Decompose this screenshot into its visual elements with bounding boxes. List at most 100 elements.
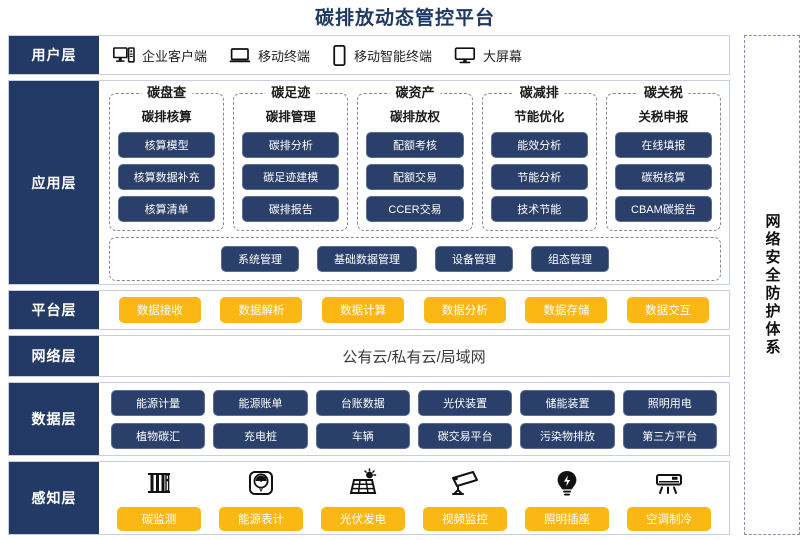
carbon-monitor-icon bbox=[144, 466, 174, 500]
group-box: 碳排放权 配额考核 配额交易 CCER交易 bbox=[357, 93, 473, 231]
laptop-icon bbox=[229, 47, 251, 64]
layer-application: 应用层 碳盘查 碳排核算 核算模型 核算数据补充 核算清单 碳足迹 bbox=[8, 80, 730, 285]
data-item-button[interactable]: 第三方平台 bbox=[622, 422, 717, 449]
user-item-label: 移动终端 bbox=[258, 48, 311, 64]
app-group-carbon-inventory: 碳盘查 碳排核算 核算模型 核算数据补充 核算清单 bbox=[109, 82, 225, 231]
layer-network-label: 网络层 bbox=[9, 336, 99, 376]
common-service-button[interactable]: 系统管理 bbox=[221, 246, 299, 272]
app-item-button[interactable]: CCER交易 bbox=[366, 196, 464, 222]
security-panel: 网络安全防护体系 bbox=[744, 35, 800, 535]
sense-item-air-conditioning[interactable]: 空调制冷 bbox=[621, 466, 717, 531]
application-groups: 碳盘查 碳排核算 核算模型 核算数据补充 核算清单 碳足迹 碳排管理 碳排分析 bbox=[109, 82, 722, 231]
app-group-carbon-reduction: 碳减排 节能优化 能效分析 节能分析 技术节能 bbox=[481, 82, 597, 231]
group-subtitle: 碳排放权 bbox=[390, 110, 441, 124]
app-item-button[interactable]: 节能分析 bbox=[490, 164, 588, 190]
sense-item-video-surveillance[interactable]: 视频监控 bbox=[417, 466, 513, 531]
app-item-button[interactable]: 核算清单 bbox=[118, 196, 216, 222]
sense-item-label[interactable]: 空调制冷 bbox=[627, 506, 711, 531]
solar-panel-icon bbox=[347, 466, 379, 500]
data-item-button[interactable]: 车辆 bbox=[315, 422, 410, 449]
app-item-button[interactable]: 在线填报 bbox=[614, 132, 713, 158]
app-item-button[interactable]: 碳税核算 bbox=[614, 164, 713, 190]
app-item-button[interactable]: 技术节能 bbox=[490, 196, 588, 222]
platform-item-button[interactable]: 数据接收 bbox=[118, 297, 201, 323]
platform-items: 数据接收 数据解析 数据计算 数据分析 数据存储 数据交互 bbox=[99, 297, 729, 323]
svg-text:V: V bbox=[258, 484, 263, 493]
data-item-button[interactable]: 碳交易平台 bbox=[417, 422, 513, 449]
data-item-button[interactable]: 植物碳汇 bbox=[111, 422, 206, 449]
sense-item-label[interactable]: 照明插座 bbox=[525, 506, 609, 531]
app-group-carbon-tariff: 碳关税 关税申报 在线填报 碳税核算 CBAM碳报告 bbox=[605, 82, 722, 231]
layer-platform-body: 数据接收 数据解析 数据计算 数据分析 数据存储 数据交互 bbox=[99, 291, 729, 329]
user-item-smart-mobile-terminal[interactable]: 移动智能终端 bbox=[332, 44, 433, 66]
group-title: 碳资产 bbox=[389, 82, 441, 101]
sense-item-label[interactable]: 视频监控 bbox=[423, 506, 507, 531]
sense-item-energy-meter[interactable]: V 能源表计 bbox=[213, 466, 309, 531]
app-item-button[interactable]: 配额考核 bbox=[366, 132, 464, 158]
energy-meter-icon: V bbox=[246, 466, 276, 500]
platform-item-button[interactable]: 数据解析 bbox=[220, 297, 303, 323]
sense-item-carbon-monitor[interactable]: 碳监测 bbox=[111, 466, 207, 531]
layer-platform-label: 平台层 bbox=[9, 291, 99, 329]
air-conditioner-icon bbox=[653, 466, 685, 500]
app-item-button[interactable]: 碳排报告 bbox=[242, 196, 340, 222]
sense-item-label[interactable]: 光伏发电 bbox=[321, 506, 405, 531]
sense-item-lighting-socket[interactable]: 照明插座 bbox=[519, 466, 615, 531]
layer-stack: 用户层 bbox=[8, 35, 730, 535]
user-item-label: 移动智能终端 bbox=[354, 48, 433, 64]
user-item-large-screen[interactable]: 大屏幕 bbox=[454, 46, 522, 65]
common-service-button[interactable]: 基础数据管理 bbox=[317, 246, 417, 272]
user-item-label: 企业客户端 bbox=[142, 48, 208, 64]
data-item-button[interactable]: 储能装置 bbox=[520, 389, 615, 416]
layer-application-label: 应用层 bbox=[9, 81, 99, 284]
data-item-button[interactable]: 台账数据 bbox=[315, 389, 410, 416]
group-subtitle: 节能优化 bbox=[514, 110, 565, 124]
layer-network-body: 公有云/私有云/局域网 bbox=[99, 336, 729, 376]
user-item-label: 大屏幕 bbox=[483, 48, 523, 64]
network-description: 公有云/私有云/局域网 bbox=[342, 348, 486, 366]
user-item-enterprise-client[interactable]: 企业客户端 bbox=[113, 46, 207, 65]
app-item-button[interactable]: 核算模型 bbox=[118, 132, 216, 158]
data-row: 植物碳汇 充电桩 车辆 碳交易平台 污染物排放 第三方平台 bbox=[111, 422, 717, 449]
group-box: 碳排核算 核算模型 核算数据补充 核算清单 bbox=[109, 93, 225, 231]
data-item-button[interactable]: 光伏装置 bbox=[417, 389, 513, 416]
group-subtitle: 碳排核算 bbox=[141, 110, 192, 124]
layer-sense-label: 感知层 bbox=[9, 462, 99, 534]
layer-user-label: 用户层 bbox=[9, 36, 99, 74]
layer-user-body: 企业客户端 移动终端 bbox=[99, 36, 729, 74]
lightbulb-icon bbox=[553, 466, 581, 500]
group-title: 碳盘查 bbox=[141, 82, 193, 101]
app-item-button[interactable]: CBAM碳报告 bbox=[614, 196, 713, 222]
sense-item-label[interactable]: 碳监测 bbox=[117, 506, 201, 531]
app-item-button[interactable]: 核算数据补充 bbox=[118, 164, 216, 190]
platform-item-button[interactable]: 数据交互 bbox=[627, 297, 710, 323]
user-items: 企业客户端 移动终端 bbox=[99, 44, 729, 66]
common-service-button[interactable]: 设备管理 bbox=[435, 246, 513, 272]
app-item-button[interactable]: 能效分析 bbox=[490, 132, 588, 158]
group-title: 碳关税 bbox=[637, 82, 689, 101]
monitor-icon bbox=[454, 46, 476, 64]
layer-network: 网络层 公有云/私有云/局域网 bbox=[8, 335, 730, 377]
group-box: 关税申报 在线填报 碳税核算 CBAM碳报告 bbox=[605, 93, 722, 231]
platform-item-button[interactable]: 数据存储 bbox=[525, 297, 608, 323]
data-item-button[interactable]: 照明用电 bbox=[622, 389, 717, 416]
sense-item-solar-power[interactable]: 光伏发电 bbox=[315, 466, 411, 531]
app-item-button[interactable]: 碳排分析 bbox=[242, 132, 340, 158]
user-item-mobile-terminal[interactable]: 移动终端 bbox=[229, 46, 310, 65]
group-subtitle: 关税申报 bbox=[638, 110, 689, 124]
app-item-button[interactable]: 配额交易 bbox=[366, 164, 464, 190]
data-item-button[interactable]: 充电桩 bbox=[213, 422, 308, 449]
layer-data-label: 数据层 bbox=[9, 383, 99, 455]
common-service-button[interactable]: 组态管理 bbox=[531, 246, 609, 272]
layer-application-body: 碳盘查 碳排核算 核算模型 核算数据补充 核算清单 碳足迹 碳排管理 碳排分析 bbox=[99, 81, 729, 284]
platform-item-button[interactable]: 数据计算 bbox=[322, 297, 405, 323]
data-item-button[interactable]: 污染物排放 bbox=[520, 422, 615, 449]
data-item-button[interactable]: 能源计量 bbox=[111, 389, 206, 416]
sense-item-label[interactable]: 能源表计 bbox=[219, 506, 303, 531]
app-group-carbon-asset: 碳资产 碳排放权 配额考核 配额交易 CCER交易 bbox=[357, 82, 473, 231]
data-item-button[interactable]: 能源账单 bbox=[213, 389, 308, 416]
platform-item-button[interactable]: 数据分析 bbox=[423, 297, 506, 323]
group-box: 节能优化 能效分析 节能分析 技术节能 bbox=[481, 93, 597, 231]
app-item-button[interactable]: 碳足迹建模 bbox=[242, 164, 340, 190]
